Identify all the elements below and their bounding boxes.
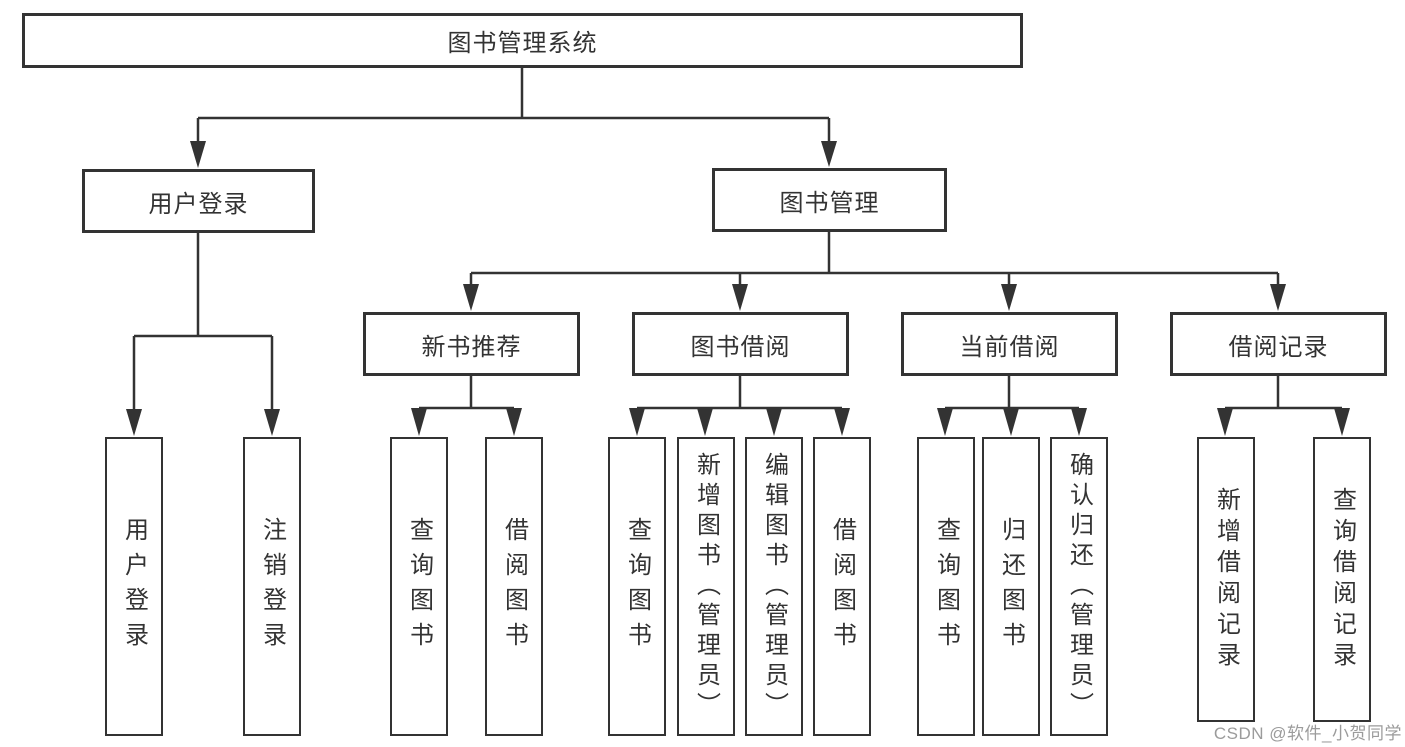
node-library-management-system: 图书管理系统: [22, 13, 1023, 68]
connector-borrowrecords-to-children: [1225, 376, 1342, 410]
node-query-books-1: 查询图书: [390, 437, 448, 736]
node-query-books-2: 查询图书: [608, 437, 666, 736]
arrowhead-icon: [1217, 408, 1233, 436]
arrowhead-icon: [1071, 408, 1087, 436]
arrowhead-icon: [411, 408, 427, 436]
connector-bookmgmt-to-level3: [469, 232, 1280, 285]
node-query-books-3: 查询图书: [917, 437, 975, 736]
node-edit-books-admin: 编辑图书（管理员）: [745, 437, 803, 736]
node-logout-action: 注销登录: [243, 437, 301, 736]
csdn-watermark: CSDN @软件_小贺同学: [1213, 724, 1402, 743]
node-new-book-recommend: 新书推荐: [363, 312, 580, 376]
node-borrow-books-1: 借阅图书: [485, 437, 543, 736]
node-current-borrowing: 当前借阅: [901, 312, 1118, 376]
connector-userlogin-to-children: [132, 233, 274, 410]
node-user-login-action: 用户登录: [105, 437, 163, 736]
arrowhead-icon: [834, 408, 850, 436]
connector-root-to-level2: [196, 68, 831, 141]
arrowhead-icon: [1270, 284, 1286, 311]
arrowhead-icon: [264, 409, 280, 436]
node-add-borrow-record: 新增借阅记录: [1197, 437, 1255, 722]
arrowhead-icon: [190, 141, 206, 168]
node-book-management: 图书管理: [712, 168, 947, 232]
node-return-books: 归还图书: [982, 437, 1040, 736]
arrowhead-icon: [1003, 408, 1019, 436]
arrowhead-icon: [766, 408, 782, 436]
node-user-login: 用户登录: [82, 169, 315, 233]
node-borrow-books-2: 借阅图书: [813, 437, 871, 736]
connector-currentborrow-to-children: [945, 376, 1079, 410]
arrowhead-icon: [937, 408, 953, 436]
arrowhead-icon: [1001, 284, 1017, 311]
arrowhead-icon: [506, 408, 522, 436]
arrowhead-icon: [732, 284, 748, 311]
node-book-borrowing: 图书借阅: [632, 312, 849, 376]
arrowheads: [126, 141, 1350, 436]
node-query-borrow-record: 查询借阅记录: [1313, 437, 1371, 722]
node-add-books-admin: 新增图书（管理员）: [677, 437, 735, 736]
arrowhead-icon: [697, 408, 713, 436]
connector-newbooks-to-children: [419, 376, 514, 410]
arrowhead-icon: [629, 408, 645, 436]
arrowhead-icon: [463, 284, 479, 311]
node-borrowing-records: 借阅记录: [1170, 312, 1387, 376]
arrowhead-icon: [821, 141, 837, 167]
arrowhead-icon: [1334, 408, 1350, 436]
connector-bookborrow-to-children: [637, 376, 842, 410]
arrowhead-icon: [126, 409, 142, 436]
node-confirm-return-admin: 确认归还（管理员）: [1050, 437, 1108, 736]
